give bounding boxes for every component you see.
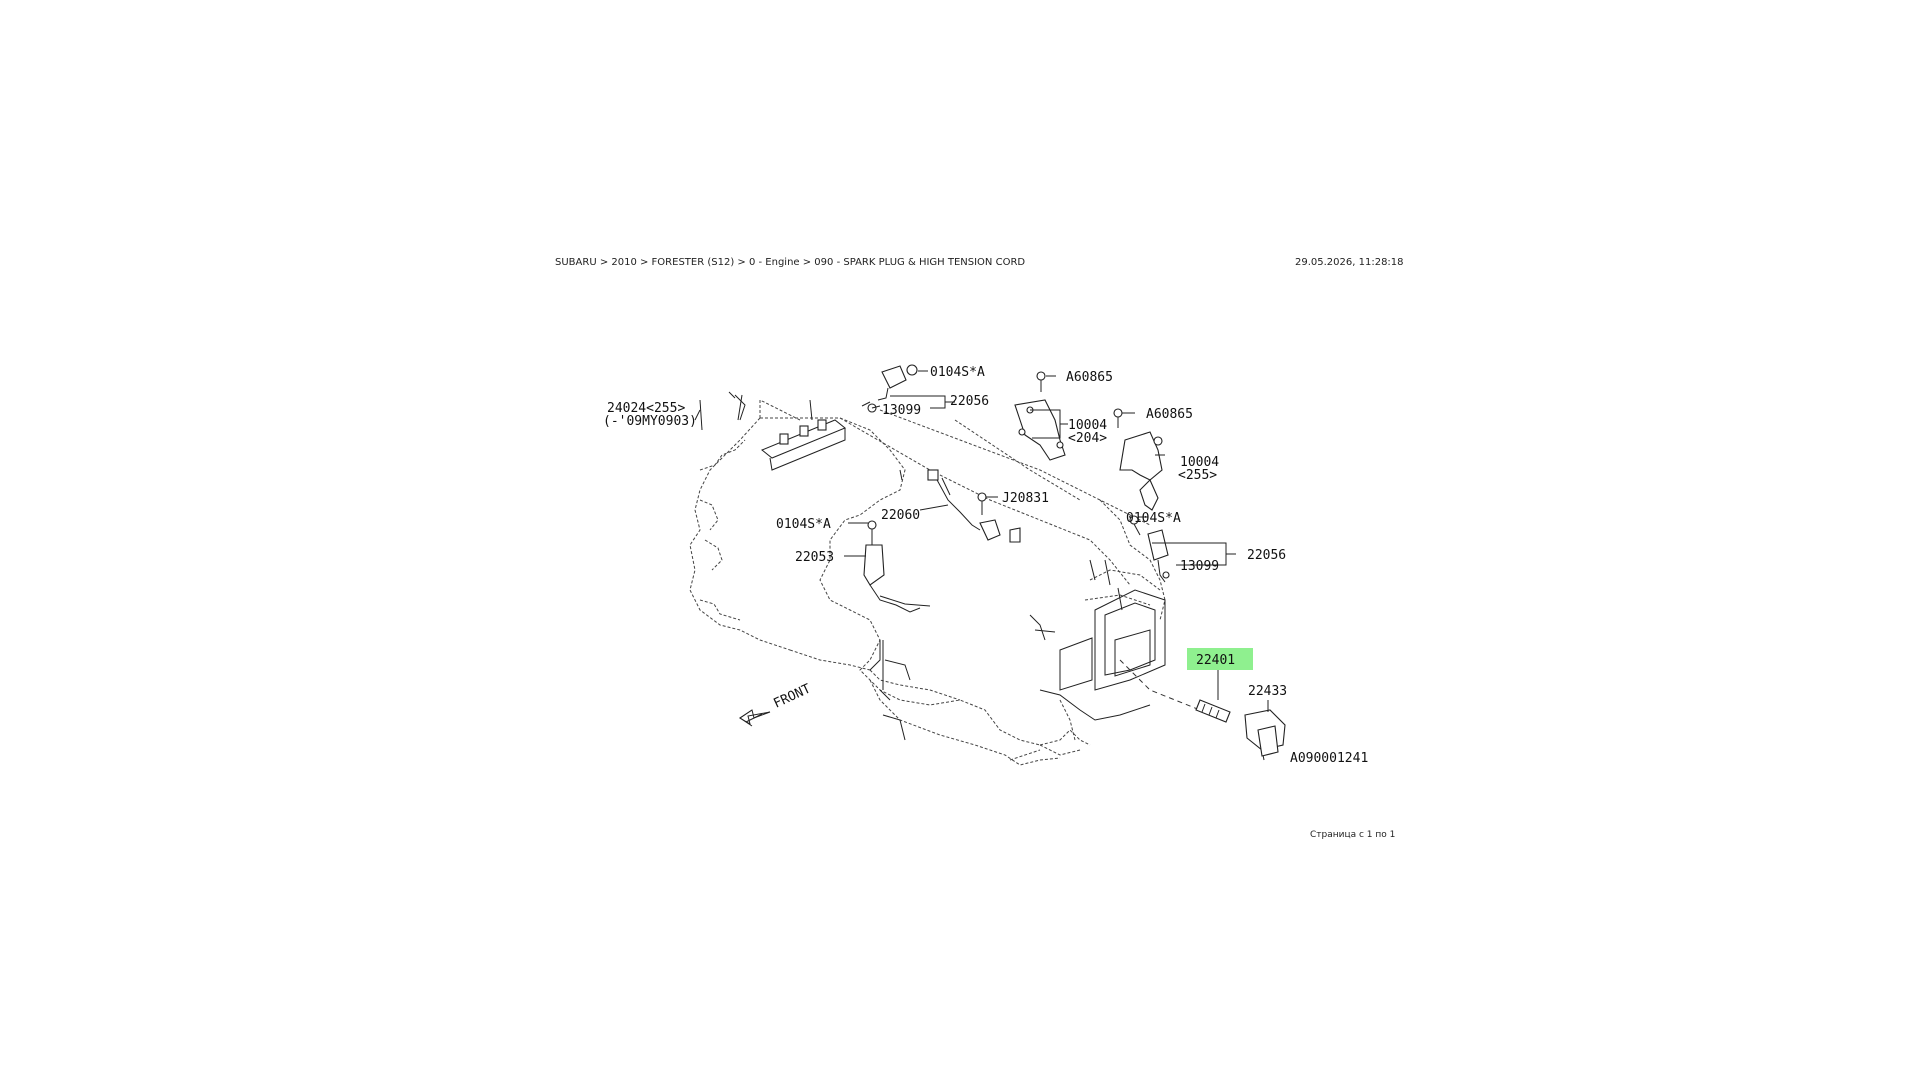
label-a60865-a[interactable]: A60865 (1066, 370, 1113, 385)
ignition-coil-22433-part (1244, 709, 1286, 761)
label-22056-top[interactable]: 22056 (950, 394, 989, 409)
label-255: <255> (1178, 468, 1217, 483)
label-204: <204> (1068, 431, 1107, 446)
label-13099-right[interactable]: 13099 (1180, 559, 1219, 574)
print-timestamp: 29.05.2026, 11:28:18 (1295, 257, 1404, 268)
highlight-22401 (1187, 648, 1253, 670)
label-0104s-a-top[interactable]: 0104S*A (930, 365, 985, 380)
label-j20831[interactable]: J20831 (1002, 491, 1049, 506)
crank-sensor-left-part (863, 520, 931, 613)
label-22433[interactable]: 22433 (1248, 684, 1287, 699)
front-label: FRONT (771, 681, 813, 711)
bolt-a60865-b-part (1113, 408, 1123, 428)
front-arrow-icon (739, 709, 771, 727)
spark-plug-22401-part (1119, 659, 1231, 723)
label-0104s-a-left[interactable]: 0104S*A (776, 517, 831, 532)
bracket-10004-255-part (1119, 431, 1163, 511)
label-24024-255[interactable]: 24024<255> (607, 401, 685, 416)
engine-block-outline (689, 399, 1166, 766)
cam-sensor-right-part (1129, 515, 1170, 583)
label-24024-note: (-'09MY0903) (603, 414, 697, 429)
label-22053[interactable]: 22053 (795, 550, 834, 565)
knock-sensor-part (927, 469, 1021, 543)
label-10004-204[interactable]: 10004 (1068, 418, 1107, 433)
bracket-10004-204-part (1014, 399, 1066, 461)
leader-lines (728, 370, 1269, 712)
label-13099-top[interactable]: 13099 (882, 403, 921, 418)
cam-sensor-top-part (861, 364, 918, 413)
label-10004-255[interactable]: 10004 (1180, 455, 1219, 470)
intake-manifold-rail (734, 394, 846, 471)
breadcrumb: SUBARU > 2010 > FORESTER (S12) > 0 - Eng… (555, 257, 1026, 268)
bolt-a60865-a-part (1036, 371, 1046, 392)
diagram-code: A090001241 (1290, 751, 1368, 766)
label-0104s-a-right[interactable]: 0104S*A (1126, 511, 1181, 526)
label-a60865-b[interactable]: A60865 (1146, 407, 1193, 422)
label-22056-right[interactable]: 22056 (1247, 548, 1286, 563)
page-count: Страница с 1 по 1 (1310, 830, 1396, 840)
label-22401[interactable]: 22401 (1196, 653, 1235, 668)
label-22060[interactable]: 22060 (881, 508, 920, 523)
